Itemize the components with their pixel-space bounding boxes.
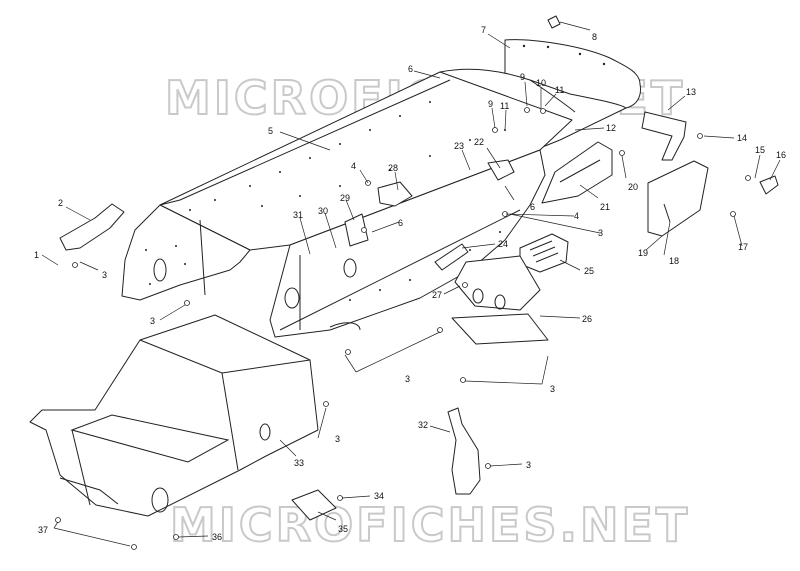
leader-lines (41, 21, 781, 547)
part-28-bracket (377, 181, 413, 207)
callout-11: 11 (500, 101, 509, 111)
callout-3: 3 (405, 374, 410, 384)
callout-30: 30 (318, 206, 328, 216)
callout-35: 35 (338, 524, 348, 534)
callout-31: 31 (293, 210, 303, 220)
part-2-plate (59, 203, 125, 251)
callout-36: 36 (212, 532, 222, 542)
callout-10: 10 (536, 78, 546, 88)
part-22-bracket (487, 159, 515, 181)
callout-11: 11 (555, 85, 564, 95)
part-29-plate (344, 213, 369, 247)
callout-21: 21 (600, 202, 610, 212)
part-16-reflector (759, 175, 779, 195)
callout-20: 20 (628, 182, 638, 192)
callout-9: 9 (520, 72, 525, 82)
part-21-side-cover (541, 141, 613, 204)
callout-3: 3 (150, 316, 155, 326)
callout-23: 23 (454, 141, 464, 151)
part-26-bracket-assembly (451, 255, 549, 345)
callout-8: 8 (592, 32, 597, 42)
callout-5: 5 (268, 126, 273, 136)
part-35-plate (291, 489, 337, 521)
callout-3: 3 (335, 434, 340, 444)
callout-9: 9 (488, 99, 493, 109)
callout-28: 28 (388, 163, 398, 173)
callout-16: 16 (776, 150, 786, 160)
callout-6: 6 (408, 64, 413, 74)
callout-3: 3 (102, 270, 107, 280)
callout-27: 27 (432, 290, 442, 300)
callout-37: 37 (38, 525, 48, 535)
tunnel-rivets (145, 101, 506, 301)
callout-3: 3 (526, 460, 531, 470)
part-24-shaft (434, 243, 469, 271)
part-5-main-tunnel (121, 71, 573, 338)
callout-17: 17 (738, 242, 748, 252)
callout-6: 6 (398, 218, 403, 228)
callout-34: 34 (374, 491, 384, 501)
callout-6: 6 (530, 202, 535, 212)
part-19-mudflap (647, 160, 709, 237)
callout-33: 33 (294, 458, 304, 468)
callout-3: 3 (550, 384, 555, 394)
part-8-screw (547, 15, 561, 29)
part-25-block (519, 233, 569, 273)
callout-26: 26 (582, 314, 592, 324)
callout-4: 4 (574, 211, 579, 221)
callout-22: 22 (474, 137, 484, 147)
callout-19: 19 (638, 248, 648, 258)
part-33-front-frame (29, 314, 319, 517)
callout-25: 25 (584, 266, 594, 276)
callout-3: 3 (598, 228, 603, 238)
callout-15: 15 (755, 145, 765, 155)
callout-13: 13 (686, 87, 696, 97)
callout-1: 1 (34, 250, 39, 260)
callout-29: 29 (340, 193, 350, 203)
watermark-bottom: MICROFICHES.NET (170, 498, 690, 552)
callout-12: 12 (606, 123, 616, 133)
callout-4: 4 (351, 161, 356, 171)
callouts: 1 2 3 3 3 3 3 3 3 4 4 5 6 6 6 7 8 9 9 10… (34, 25, 786, 542)
part-13-bar (641, 111, 687, 161)
callout-7: 7 (481, 25, 486, 35)
callout-24: 24 (498, 239, 508, 249)
callout-2: 2 (58, 198, 63, 208)
part-32-bracket (447, 407, 481, 495)
callout-14: 14 (737, 133, 747, 143)
callout-32: 32 (418, 420, 428, 430)
callout-18: 18 (669, 256, 679, 266)
